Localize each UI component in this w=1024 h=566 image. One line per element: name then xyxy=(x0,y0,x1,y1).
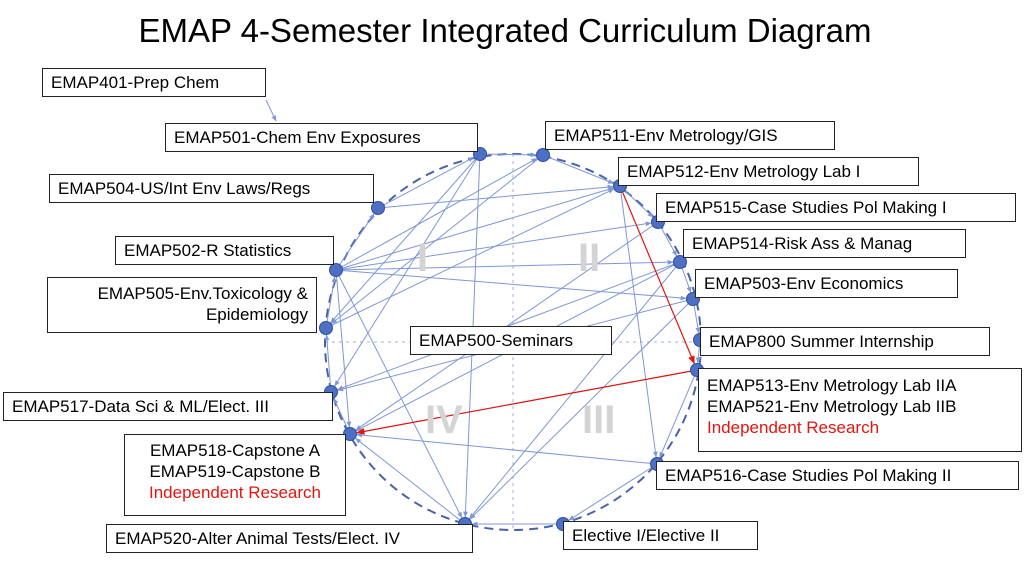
independent-research-arrow xyxy=(356,369,698,435)
course-label: EMAP516-Case Studies Pol Making II xyxy=(665,466,952,485)
course-emap520: EMAP520-Alter Animal Tests/Elect. IV xyxy=(106,524,473,553)
course-emap502: EMAP502-R Statistics xyxy=(115,236,334,265)
course-label: EMAP520-Alter Animal Tests/Elect. IV xyxy=(115,529,401,548)
course-emap514: EMAP514-Risk Ass & Manag xyxy=(683,229,966,258)
prerequisite-arrow xyxy=(377,156,475,209)
prerequisite-arrow xyxy=(542,154,615,184)
independent-research-arrow xyxy=(619,185,695,365)
prerequisite-arrow xyxy=(469,261,681,520)
course-label-line2: Epidemiology xyxy=(205,305,308,324)
prerequisite-arrow xyxy=(325,276,337,329)
prerequisite-arrow xyxy=(331,154,544,325)
course-label: EMAP500-Seminars xyxy=(419,331,574,350)
prerequisite-arrow xyxy=(335,221,652,271)
course-node-c505 xyxy=(319,321,333,335)
course-emap505: EMAP505-Env.Toxicology & Epidemiology xyxy=(47,277,317,333)
prerequisite-arrow xyxy=(330,153,481,324)
course-emap516: EMAP516-Case Studies Pol Making II xyxy=(656,461,1019,490)
course-label-line2: EMAP521-Env Metrology Lab IIB xyxy=(707,397,957,416)
course-emap517: EMAP517-Data Sci & ML/Elect. III xyxy=(3,392,333,421)
course-label: Elective I/Elective II xyxy=(572,526,720,545)
course-label: EMAP513-Env Metrology Lab IIA xyxy=(707,376,957,395)
quadrant-label-3: III xyxy=(582,398,616,442)
course-node-c514 xyxy=(673,255,687,269)
course-node-c502 xyxy=(329,263,343,277)
course-label: EMAP517-Data Sci & ML/Elect. III xyxy=(12,397,269,416)
prerequisite-arrow xyxy=(324,334,332,393)
prerequisite-arrow xyxy=(335,269,352,428)
prerequisite-arrow xyxy=(469,298,694,520)
course-label: EMAP800 Summer Internship xyxy=(709,332,934,351)
prerequisite-arrow xyxy=(659,369,698,459)
prerequisite-arrow xyxy=(356,432,658,465)
course-emap515: EMAP515-Case Studies Pol Making I xyxy=(656,193,1016,222)
course-emap500: EMAP500-Seminars xyxy=(410,326,612,355)
course-label: EMAP514-Risk Ass & Manag xyxy=(692,234,913,253)
prerequisite-arrow xyxy=(619,185,654,218)
course-node-c511 xyxy=(536,148,550,162)
quadrant-label-2: II xyxy=(578,236,601,280)
quadrant-label-4: IV xyxy=(425,398,463,442)
course-label: EMAP511-Env Metrology/GIS xyxy=(554,126,778,145)
prerequisite-arrow xyxy=(355,437,466,525)
prerequisite-arrow xyxy=(335,259,674,271)
prerequisite-arrow xyxy=(568,463,658,521)
course-label: EMAP512-Env Metrology Lab I xyxy=(627,162,861,181)
course-label: EMAP515-Case Studies Pol Making I xyxy=(665,198,947,217)
course-label: EMAP401-Prep Chem xyxy=(51,73,220,92)
prerequisite-arrow xyxy=(377,184,614,209)
course-label: EMAP504-US/Int Env Laws/Regs xyxy=(58,179,311,198)
course-node-c504 xyxy=(371,201,385,215)
diagram-title: EMAP 4-Semester Integrated Curriculum Di… xyxy=(138,12,872,49)
course-emap513-521: EMAP513-Env Metrology Lab IIA EMAP521-En… xyxy=(698,368,1022,452)
prerequisite-arrow xyxy=(334,153,481,387)
prerequisite-arrow xyxy=(335,269,687,301)
independent-research-note: Independent Research xyxy=(148,483,322,502)
prep-chem-arrow xyxy=(265,99,277,122)
independent-research-note: Independent Research xyxy=(707,418,880,437)
prerequisite-arrow xyxy=(479,152,537,158)
quadrant-label-1: I xyxy=(417,236,429,280)
prerequisite-arrow xyxy=(619,185,658,458)
prerequisite-links xyxy=(265,99,701,527)
prerequisite-arrow xyxy=(325,188,615,329)
course-label: EMAP505-Env.Toxicology & xyxy=(97,284,308,303)
course-label: EMAP518-Capstone A xyxy=(149,441,321,460)
course-emap512: EMAP512-Env Metrology Lab I xyxy=(618,157,919,186)
course-emap518-519: EMAP518-Capstone A EMAP519-Capstone B In… xyxy=(124,434,346,516)
course-label: EMAP501-Chem Env Exposures xyxy=(174,128,421,147)
prerequisite-arrow xyxy=(336,261,681,391)
course-emap511: EMAP511-Env Metrology/GIS xyxy=(545,121,835,150)
prerequisite-arrow xyxy=(335,157,538,271)
prerequisite-arrow xyxy=(335,213,375,271)
course-label-line2: EMAP519-Capstone B xyxy=(149,462,321,481)
course-emap504: EMAP504-US/Int Env Laws/Regs xyxy=(49,174,374,203)
prerequisite-arrow xyxy=(335,187,614,271)
course-label: EMAP503-Env Economics xyxy=(704,274,904,293)
course-elective: Elective I/Elective II xyxy=(563,521,758,550)
prerequisite-arrow xyxy=(335,269,463,519)
course-emap501: EMAP501-Chem Env Exposures xyxy=(165,123,478,152)
course-emap800: EMAP800 Summer Internship xyxy=(700,327,990,356)
course-emap401: EMAP401-Prep Chem xyxy=(42,68,266,97)
course-emap503: EMAP503-Env Economics xyxy=(695,269,958,298)
course-label: EMAP502-R Statistics xyxy=(124,241,292,260)
